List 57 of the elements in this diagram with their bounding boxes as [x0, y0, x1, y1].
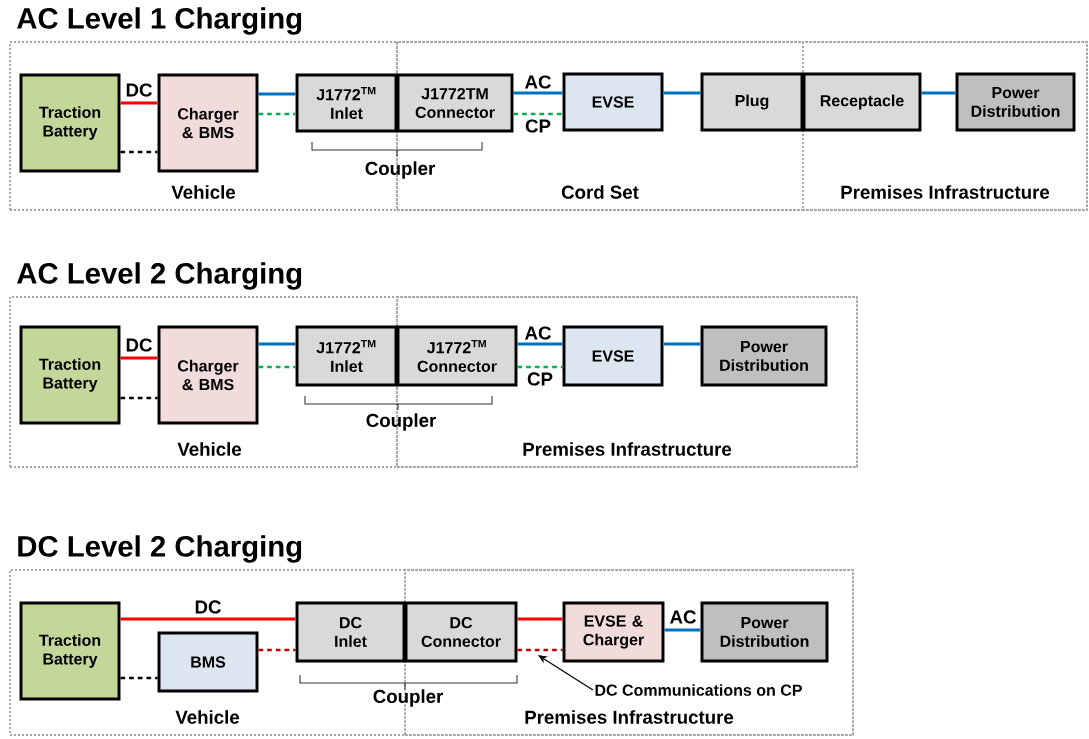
connector-line	[120, 356, 158, 360]
component-box: J1772TM Connector	[396, 73, 514, 133]
component-box: Receptacle	[802, 72, 922, 132]
component-box: DC Inlet	[295, 601, 406, 663]
component-box: EVSE	[562, 325, 664, 387]
component-box: Plug	[700, 72, 804, 132]
edge-label: AC	[523, 325, 553, 341]
component-box: Traction Battery	[19, 73, 121, 173]
component-box: Charger & BMS	[157, 73, 259, 173]
leader-line	[538, 655, 594, 691]
connector-line	[120, 617, 296, 621]
node-label: DC Level 2 Charging	[18, 535, 302, 563]
edge-label: DC	[124, 82, 154, 98]
component-box: J1772$^{TM}$ Inlet	[295, 325, 398, 387]
edge-label: DC	[193, 599, 223, 615]
bracket-label: Coupler	[366, 413, 436, 431]
component-box: Power Distribution	[700, 601, 829, 663]
connector-line	[258, 648, 296, 652]
connector-line	[258, 365, 296, 369]
component-box: EVSE & Charger	[562, 601, 665, 663]
callout-text: DC Communications on CP	[595, 684, 802, 696]
component-box: EVSE	[562, 72, 664, 132]
component-box: Power Distribution	[700, 325, 828, 387]
connector-line	[258, 92, 296, 96]
connector-line	[517, 617, 563, 621]
connector-line	[664, 628, 701, 632]
component-box: Traction Battery	[19, 601, 121, 701]
component-box: Power Distribution	[955, 72, 1076, 132]
node-label: AC Level 2 Charging	[17, 262, 302, 290]
edge-label: CP	[523, 118, 553, 134]
connector-line	[258, 342, 296, 346]
connector-line	[513, 91, 563, 95]
connector-line	[120, 676, 158, 680]
component-box: J1772$^{TM}$ Inlet	[295, 73, 398, 133]
component-box: Traction Battery	[19, 325, 121, 425]
component-box: DC Connector	[404, 601, 518, 663]
node-label: AC Level 1 Charging	[17, 7, 302, 35]
bracket-label: Coupler	[365, 161, 435, 179]
bracket-label: Coupler	[373, 689, 443, 707]
edge-label: CP	[525, 371, 555, 387]
edge-label: DC	[124, 337, 154, 353]
edge-label: AC	[668, 609, 698, 625]
connector-line	[517, 648, 563, 652]
connector-line	[258, 112, 296, 116]
connector-line	[120, 396, 158, 400]
connector-line	[120, 101, 158, 105]
edge-label: AC	[523, 74, 553, 90]
connector-line	[513, 112, 563, 116]
connector-line	[517, 365, 563, 369]
component-box: J1772$^{TM}$ Connector	[396, 325, 518, 387]
connector-line	[120, 150, 158, 154]
connector-line	[517, 342, 563, 346]
component-box: BMS	[157, 631, 259, 693]
component-box: Charger & BMS	[157, 325, 259, 425]
connector-line	[663, 342, 701, 346]
connector-line	[921, 91, 956, 95]
connector-line	[663, 91, 701, 95]
